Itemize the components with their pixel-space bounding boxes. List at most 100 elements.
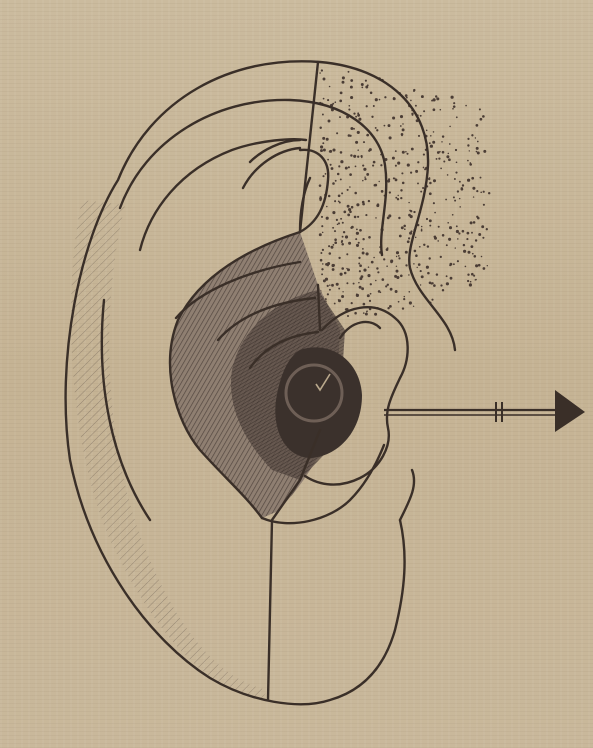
stipple-dot	[342, 236, 344, 238]
stipple-dot	[438, 157, 440, 159]
stipple-dot	[401, 172, 403, 174]
stipple-dot	[378, 290, 381, 293]
stipple-dot	[482, 237, 484, 239]
stipple-dot	[455, 149, 457, 151]
stipple-dot	[430, 145, 433, 148]
stipple-dot	[400, 189, 402, 191]
stipple-dot	[322, 142, 324, 144]
stipple-dot	[354, 216, 357, 219]
stipple-dot	[473, 221, 476, 224]
stipple-dot	[483, 191, 485, 193]
direction-arrow	[384, 390, 585, 432]
stipple-dot	[436, 97, 439, 100]
stipple-dot	[363, 303, 366, 306]
stipple-dot	[483, 150, 486, 153]
stipple-dot	[395, 165, 397, 167]
stipple-dot	[339, 201, 341, 203]
stipple-dot	[472, 253, 474, 255]
stipple-dot	[398, 255, 400, 257]
stipple-dot	[337, 173, 340, 176]
stipple-dot	[436, 158, 438, 160]
stipple-dot	[404, 228, 406, 230]
stipple-dot	[429, 219, 432, 222]
stipple-dot	[442, 151, 445, 154]
stipple-dot	[358, 257, 360, 259]
stipple-dot	[340, 92, 343, 95]
stipple-dot	[321, 225, 323, 227]
stipple-dot	[427, 272, 430, 275]
stipple-dot	[326, 217, 329, 220]
stipple-dot	[421, 95, 424, 98]
stipple-dot	[456, 225, 458, 227]
stipple-dot	[457, 238, 459, 240]
stipple-dot	[343, 211, 346, 214]
stipple-dot	[351, 302, 353, 304]
stipple-dot	[476, 124, 479, 127]
stipple-dot	[342, 81, 345, 84]
stipple-dot	[342, 222, 344, 224]
stipple-dot	[401, 226, 404, 229]
stipple-dot	[442, 234, 445, 237]
stipple-dot	[401, 134, 403, 136]
stipple-dot	[319, 184, 322, 187]
stipple-dot	[366, 252, 369, 255]
stipple-dot	[387, 247, 389, 249]
stipple-dot	[411, 148, 414, 151]
stipple-dot	[377, 203, 379, 205]
stipple-dot	[459, 181, 461, 183]
stipple-dot	[442, 135, 444, 137]
stipple-dot	[452, 214, 454, 216]
stipple-dot	[358, 263, 360, 265]
stipple-dot	[340, 218, 342, 220]
stipple-dot	[355, 116, 357, 118]
stipple-dot	[322, 249, 324, 251]
stipple-dot	[340, 273, 343, 276]
stipple-dot	[340, 178, 342, 180]
stipple-dot	[329, 284, 331, 286]
stipple-dot	[436, 273, 438, 275]
stipple-dot	[459, 198, 460, 199]
stipple-dot	[358, 242, 360, 244]
stipple-dot	[338, 194, 341, 197]
stipple-dot	[409, 232, 412, 235]
stipple-dot	[346, 253, 348, 255]
stipple-dot	[407, 240, 410, 243]
stipple-dot	[356, 232, 359, 235]
stipple-dot	[456, 230, 459, 233]
stipple-dot	[423, 244, 425, 246]
stipple-dot	[320, 259, 323, 262]
stipple-dot	[390, 259, 393, 262]
stipple-dot	[477, 217, 480, 220]
stipple-dot	[389, 192, 391, 194]
stipple-dot	[420, 270, 422, 272]
stipple-dot	[427, 245, 429, 247]
stipple-dot	[348, 105, 350, 107]
antihelix-outer	[140, 139, 306, 250]
stipple-dot	[321, 69, 323, 71]
stipple-dot	[376, 267, 378, 269]
tragus-inner	[340, 322, 380, 338]
stipple-dot	[449, 143, 451, 145]
stipple-dot	[431, 299, 433, 301]
stipple-dot	[413, 211, 415, 213]
stipple-dot	[455, 172, 457, 174]
stipple-dot	[348, 71, 350, 73]
stipple-dot	[419, 246, 421, 248]
stipple-dot	[458, 232, 460, 234]
stipple-dot	[452, 108, 454, 110]
stipple-dot	[322, 232, 324, 234]
stipple-dot	[346, 282, 348, 284]
stipple-dot	[353, 112, 355, 114]
stipple-dot	[417, 267, 418, 268]
stipple-dot	[462, 184, 464, 186]
stipple-dot	[341, 243, 344, 246]
stipple-dot	[326, 206, 328, 208]
stipple-dot	[347, 315, 349, 317]
stipple-dot	[409, 301, 412, 304]
stipple-dot	[433, 98, 436, 101]
stipple-dot	[347, 213, 350, 216]
stipple-dot	[402, 128, 405, 131]
stipple-dot	[408, 237, 410, 239]
stipple-dot	[345, 167, 348, 170]
